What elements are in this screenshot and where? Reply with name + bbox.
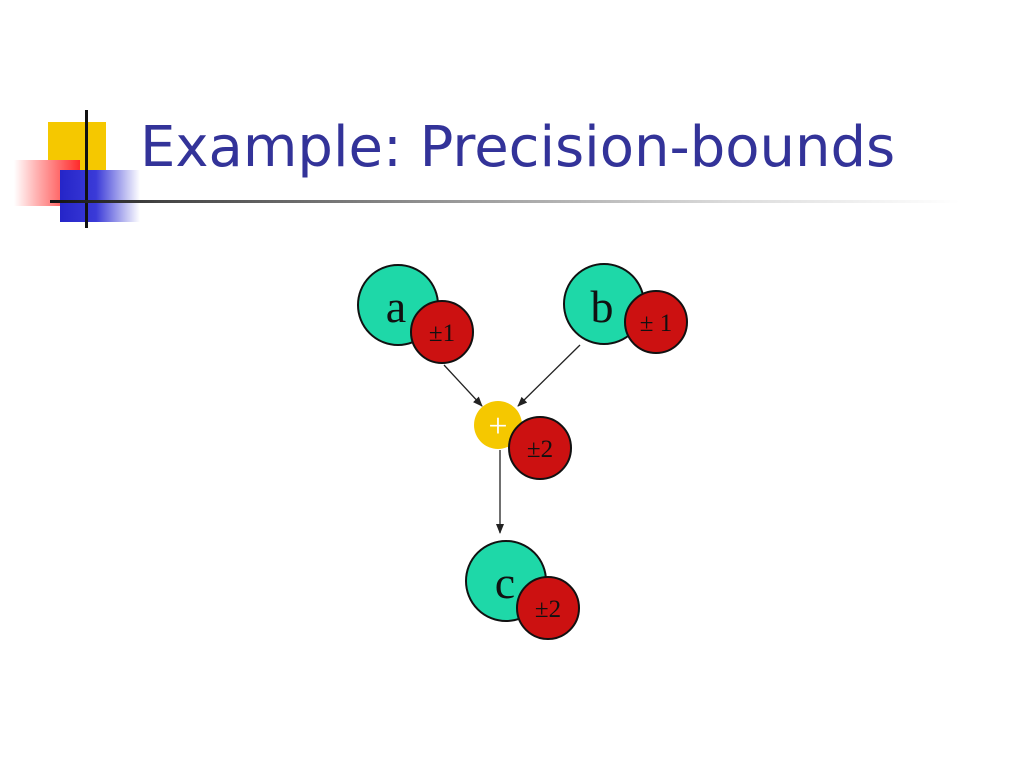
edge-a-to-plus	[443, 364, 483, 407]
node-plus-bound: ±2	[527, 436, 553, 463]
node-b: b ± 1	[563, 263, 688, 354]
node-a-bound: ±1	[429, 320, 455, 347]
node-plus: + ±2	[474, 401, 572, 480]
node-plus-label: +	[488, 408, 507, 445]
node-a-bound-circle	[410, 300, 474, 364]
node-c-bound: ±2	[535, 596, 561, 623]
node-b-label: b	[591, 281, 614, 332]
logo-blue-square	[60, 170, 140, 222]
title-underline	[50, 200, 960, 203]
node-a: a ±1	[357, 264, 474, 364]
node-plus-bound-circle	[508, 416, 572, 480]
node-b-bound-circle	[624, 290, 688, 354]
node-a-label: a	[386, 281, 406, 332]
slide-title: Example: Precision-bounds	[140, 115, 896, 180]
node-c-bound-circle	[516, 576, 580, 640]
node-c: c ±2	[465, 540, 580, 640]
logo-vertical-line	[85, 110, 88, 228]
node-b-bound: ± 1	[640, 310, 672, 337]
edge-b-to-plus	[517, 344, 581, 407]
node-c-label: c	[495, 557, 515, 608]
